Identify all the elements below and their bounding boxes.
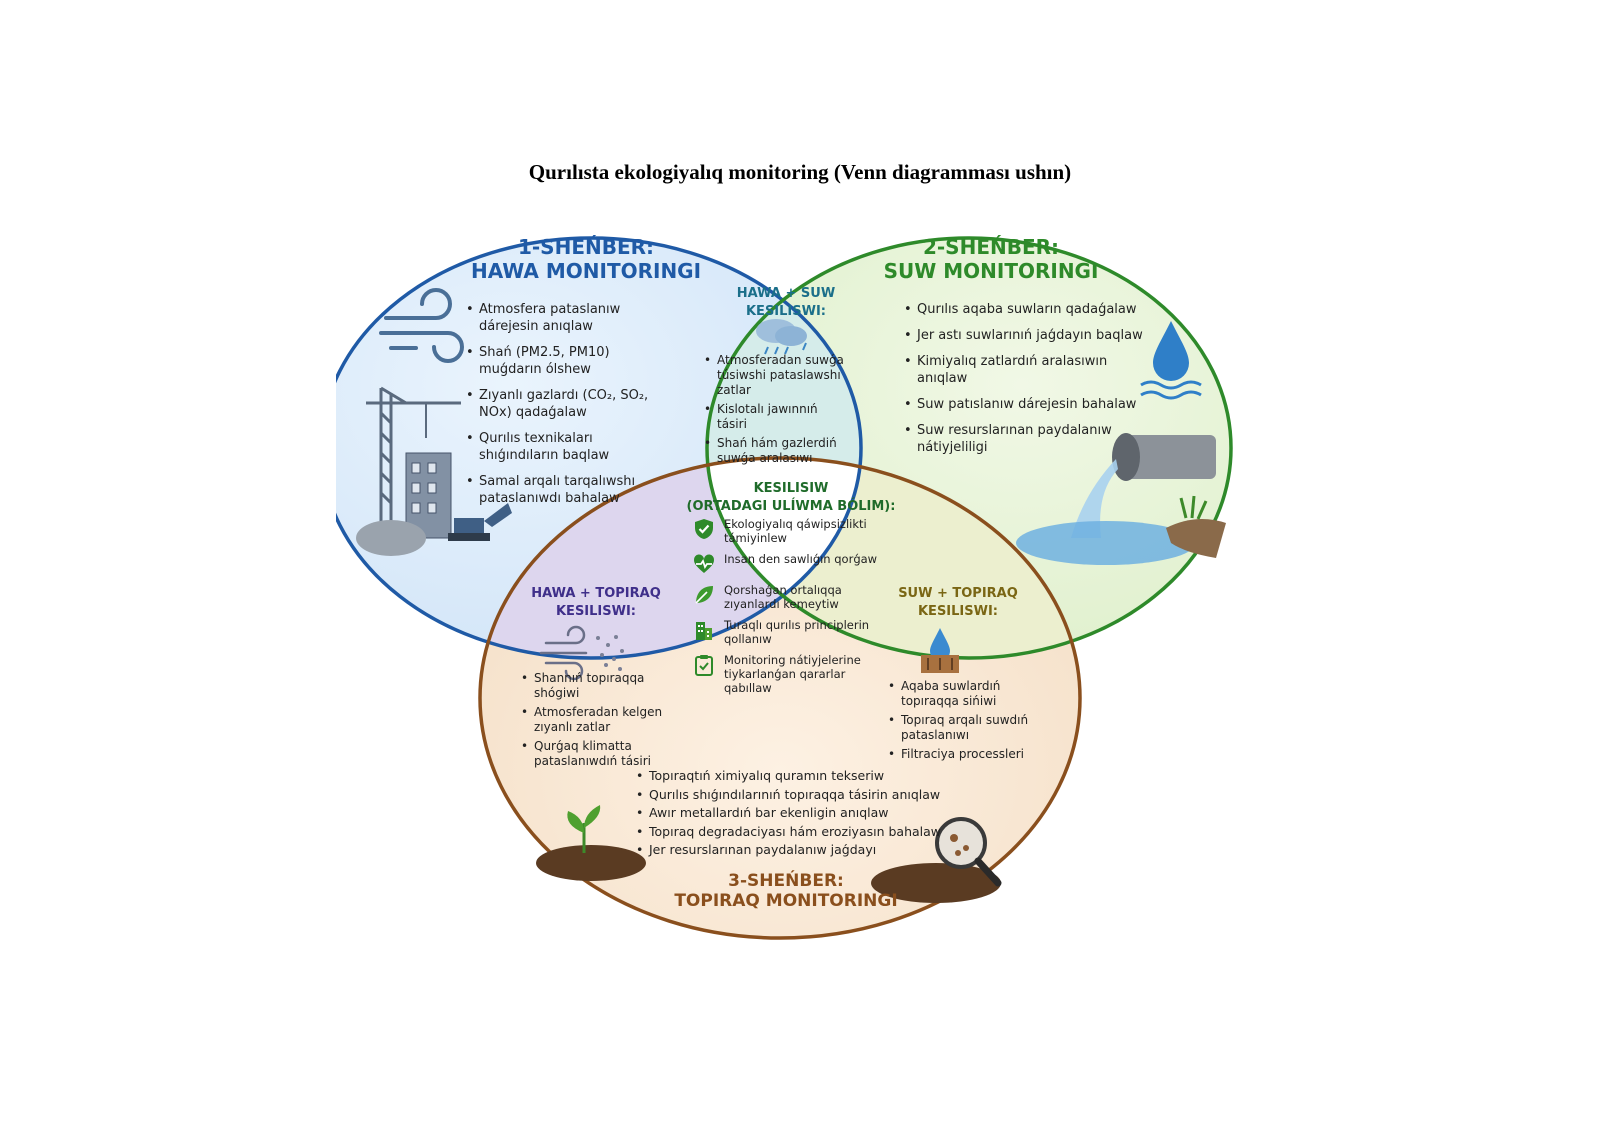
air-soil-list: Shannıń topıraqqa shógiwi Atmosferadan k…: [521, 671, 671, 773]
list-item: Suw patıslanıw dárejesin bahalaw: [904, 396, 1144, 413]
list-item: Kislotalı jawınnıń tásiri: [704, 402, 846, 432]
air-circle-heading: 1-SHEŃBER: HAWA MONITORINGI: [456, 235, 716, 283]
list-item: Awır metallardıń bar ekenligin anıqlaw: [636, 804, 956, 823]
center-item-text: Qorshaǵan ortalıqqa zıyanlardı kemeytiw: [724, 583, 842, 611]
list-item: Qurılıs shıǵındılarınıń topıraqqa tásiri…: [636, 786, 956, 805]
rain-cloud-icon: [756, 319, 807, 355]
air-water-list: Atmosferadan suwǵa túsiwshi pataslawshı …: [704, 353, 846, 470]
list-item: Qurılıs texnikaları shıǵındıların baqlaw: [466, 430, 666, 464]
list-item: Topıraqtıń ximiyalıq quramın tekseriw: [636, 767, 956, 786]
air-heading-line1: 1-SHEŃBER:: [517, 235, 655, 259]
list-item: Filtraciya processleri: [888, 747, 1038, 762]
list-item: Jer resurslarınan paydalanıw jaǵdayı: [636, 841, 956, 860]
list-item: Samal arqalı tarqalıwshı pataslanıwdı ba…: [466, 473, 666, 507]
center-item: Insan den sawlıǵın qorǵaw: [692, 552, 882, 576]
center-item-text: Turaqlı qurılıs principlerin qollanıw: [724, 618, 870, 646]
list-item: Shań (PM2.5, PM10) muǵdarın ólshew: [466, 344, 666, 378]
clipboard-check-icon: [695, 655, 713, 676]
shield-check-icon: [695, 519, 713, 539]
sprout-icon: [536, 805, 646, 881]
list-item: Shannıń topıraqqa shógiwi: [521, 671, 671, 701]
leaf-icon: [695, 586, 713, 604]
venn-diagram: 1-SHEŃBER: HAWA MONITORINGI Atmosfera pa…: [336, 213, 1266, 965]
center-heading-line1: KESILISIW: [753, 481, 829, 496]
center-item: Qorshaǵan ortalıqqa zıyanlardı kemeytiw: [692, 583, 882, 611]
green-building-icon: [696, 622, 712, 640]
wind-icon: [379, 288, 464, 363]
water-soil-heading-line2: KESILISWI:: [917, 603, 998, 619]
building-icon: [356, 452, 452, 556]
center-item-text: Monitoring nátiyjelerine tiykarlanǵan qa…: [724, 653, 861, 695]
heart-pulse-icon: [693, 554, 715, 573]
center-item: Monitoring nátiyjelerine tiykarlanǵan qa…: [692, 653, 882, 695]
crane-icon: [366, 386, 461, 543]
center-heading: KESILISIW (ORTADAGI ULÍWMA BÓLIM):: [676, 480, 906, 515]
air-circle-outline: [336, 236, 863, 660]
list-item: Qurılıs aqaba suwların qadaǵalaw: [904, 301, 1144, 318]
drain-pipe-icon: [1016, 433, 1226, 565]
water-monitoring-list: Qurılıs aqaba suwların qadaǵalaw Jer ast…: [904, 301, 1144, 465]
air-monitoring-list: Atmosfera pataslanıw dárejesin anıqlaw S…: [466, 301, 666, 516]
air-water-heading-line1: HAWA + SUW: [736, 286, 836, 301]
air-water-heading-line2: KESILISWI:: [745, 303, 826, 319]
water-soil-region: [707, 458, 1080, 658]
list-item: Shań hám gazlerdiń suwǵa aralasıwı: [704, 436, 846, 466]
water-drop-icon: [1140, 321, 1202, 400]
water-circle-heading: 2-SHEŃBER: SUW MONITORINGI: [856, 235, 1126, 283]
center-list: Ekologiyalıq qáwipsizlikti támiyinlew In…: [692, 517, 882, 702]
water-heading-line1: 2-SHEŃBER:: [922, 235, 1060, 259]
soil-circle-heading: 3-SHEŃBER: TOPIRAQ MONITORINGI: [641, 871, 931, 912]
water-soil-list: Aqaba suwlardıń topıraqqa sińiwi Topıraq…: [888, 679, 1038, 766]
list-item: Topıraq degradaciyası hám eroziyasın bah…: [636, 823, 956, 842]
water-heading-line2: SUW MONITORINGI: [883, 259, 1099, 283]
soil-mound-icon: [871, 863, 1001, 903]
water-soil-heading: SUW + TOPIRAQ KESILISWI:: [888, 585, 1028, 620]
water-soil-heading-line1: SUW + TOPIRAQ: [898, 586, 1018, 601]
venn-shapes: [336, 236, 1233, 940]
list-item: Atmosfera pataslanıw dárejesin anıqlaw: [466, 301, 666, 335]
air-heading-line2: HAWA MONITORINGI: [470, 259, 702, 283]
soil-heading-line1: 3-SHEŃBER:: [728, 871, 844, 891]
excavator-icon: [448, 503, 512, 541]
air-soil-region: [480, 458, 861, 658]
center-item-text: Insan den sawlıǵın qorǵaw: [724, 552, 878, 566]
center-item-text: Ekologiyalıq qáwipsizlikti támiyinlew: [724, 517, 867, 545]
list-item: Kimiyalıq zatlardıń aralasıwın anıqlaw: [904, 353, 1144, 387]
list-item: Atmosferadan suwǵa túsiwshi pataslawshı …: [704, 353, 846, 398]
soil-monitoring-list: Topıraqtıń ximiyalıq quramın tekseriw Qu…: [636, 767, 956, 860]
air-water-heading: HAWA + SUW KESILISWI:: [721, 285, 851, 320]
list-item: Atmosferadan kelgen zıyanlı zatlar: [521, 705, 671, 735]
soil-heading-line2: TOPIRAQ MONITORINGI: [674, 891, 898, 912]
air-soil-heading: HAWA + TOPIRAQ KESILISWI:: [521, 585, 671, 620]
center-item: Turaqlı qurılıs principlerin qollanıw: [692, 618, 882, 646]
list-item: Jer astı suwlarınıń jaǵdayın baqlaw: [904, 327, 1144, 344]
center-heading-line2: (ORTADAGI ULÍWMA BÓLIM):: [686, 498, 896, 514]
list-item: Qurǵaq klimatta pataslanıwdıń tásiri: [521, 739, 671, 769]
seeping-drop-icon: [921, 628, 959, 673]
center-item: Ekologiyalıq qáwipsizlikti támiyinlew: [692, 517, 882, 545]
page-title: Qurılısta ekologiyalıq monitoring (Venn …: [528, 160, 1072, 184]
list-item: Topıraq arqalı suwdıń pataslanıwı: [888, 713, 1038, 743]
air-soil-heading-line2: KESILISWI:: [555, 603, 636, 619]
list-item: Aqaba suwlardıń topıraqqa sińiwi: [888, 679, 1038, 709]
list-item: Zıyanlı gazlardı (CO₂, SO₂, NOx) qadaǵal…: [466, 387, 666, 421]
list-item: Suw resurslarınan paydalanıw nátiyjelili…: [904, 422, 1144, 456]
air-soil-heading-line1: HAWA + TOPIRAQ: [531, 586, 661, 601]
